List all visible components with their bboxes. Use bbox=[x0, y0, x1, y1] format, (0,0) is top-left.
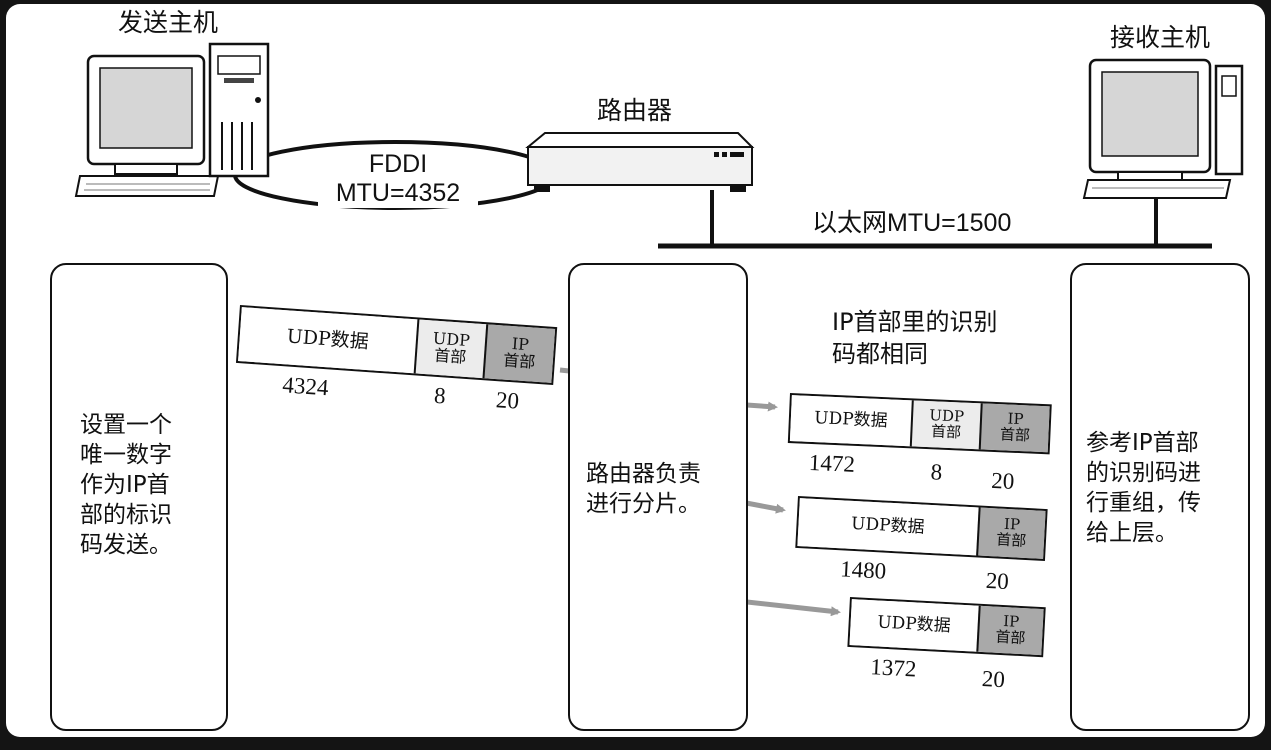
fragment-1-udp-header: UDP 首部 bbox=[909, 400, 981, 450]
fragment-1-ip-header: IP 首部 bbox=[978, 403, 1050, 453]
identification-note: IP首部里的识别 码都相同 bbox=[832, 308, 998, 368]
fragment-1: UDP数据 UDP 首部 IP 首部 1472 8 20 bbox=[785, 393, 1054, 509]
original-udp-size: 8 bbox=[433, 382, 447, 409]
fddi-label: FDDI MTU=4352 bbox=[318, 150, 478, 208]
ethernet-mtu-label: 以太网MTU=1500 bbox=[812, 209, 1012, 237]
fragment-1-data-size: 1472 bbox=[808, 449, 856, 477]
fragment-2-ip-header: IP 首部 bbox=[975, 507, 1046, 559]
fragment-3-box: UDP数据 IP 首部 bbox=[847, 597, 1046, 658]
fragment-2-data-segment: UDP数据 bbox=[797, 498, 979, 556]
fragment-1-box: UDP数据 UDP 首部 IP 首部 bbox=[787, 393, 1052, 455]
fddi-mtu: MTU=4352 bbox=[335, 179, 461, 207]
fddi-name: FDDI bbox=[368, 150, 428, 178]
original-packet: UDP数据 UDP 首部 IP 首部 4324 8 20 bbox=[232, 305, 559, 442]
fragment-1-data-segment: UDP数据 bbox=[789, 395, 912, 447]
router-icon bbox=[525, 132, 755, 192]
receiver-host-label: 接收主机 bbox=[1110, 23, 1211, 52]
receiver-panel bbox=[1070, 263, 1250, 731]
original-data-size: 4324 bbox=[281, 372, 330, 401]
fragment-2-data-size: 1480 bbox=[839, 556, 887, 584]
fragment-1-ip-size: 20 bbox=[990, 467, 1015, 494]
sender-host-label: 发送主机 bbox=[118, 8, 219, 37]
sender-panel-text: 设置一个 唯一数字 作为IP首 部的标识 码发送。 bbox=[80, 412, 172, 558]
router-label: 路由器 bbox=[597, 96, 673, 125]
receiver-panel-text: 参考IP首部 的识别码进 行重组，传 给上层。 bbox=[1086, 430, 1201, 546]
fragment-2-ip-size: 20 bbox=[985, 567, 1010, 595]
fragment-2: UDP数据 IP 首部 1480 20 bbox=[793, 496, 1053, 609]
sender-panel bbox=[50, 263, 228, 731]
fragment-3-ip-header: IP 首部 bbox=[975, 605, 1044, 656]
fragment-3-ip-size: 20 bbox=[981, 666, 1006, 693]
receiver-computer-icon bbox=[1082, 58, 1244, 199]
ethernet-bus bbox=[658, 190, 1212, 249]
udp-header-segment: UDP 首部 bbox=[413, 319, 487, 379]
fragment-1-udp-size: 8 bbox=[930, 459, 943, 485]
fragment-3: UDP数据 IP 首部 1372 20 bbox=[845, 597, 1050, 707]
original-ip-size: 20 bbox=[495, 387, 520, 414]
fragment-3-data-size: 1372 bbox=[869, 654, 917, 682]
udp-data-segment: UDP数据 bbox=[238, 307, 418, 374]
ip-header-segment: IP 首部 bbox=[482, 324, 556, 383]
router-panel-text: 路由器负责 进行分片。 bbox=[586, 461, 701, 517]
sender-computer-icon bbox=[74, 42, 270, 197]
router-panel bbox=[568, 263, 748, 731]
fragment-3-data-segment: UDP数据 bbox=[849, 599, 979, 652]
